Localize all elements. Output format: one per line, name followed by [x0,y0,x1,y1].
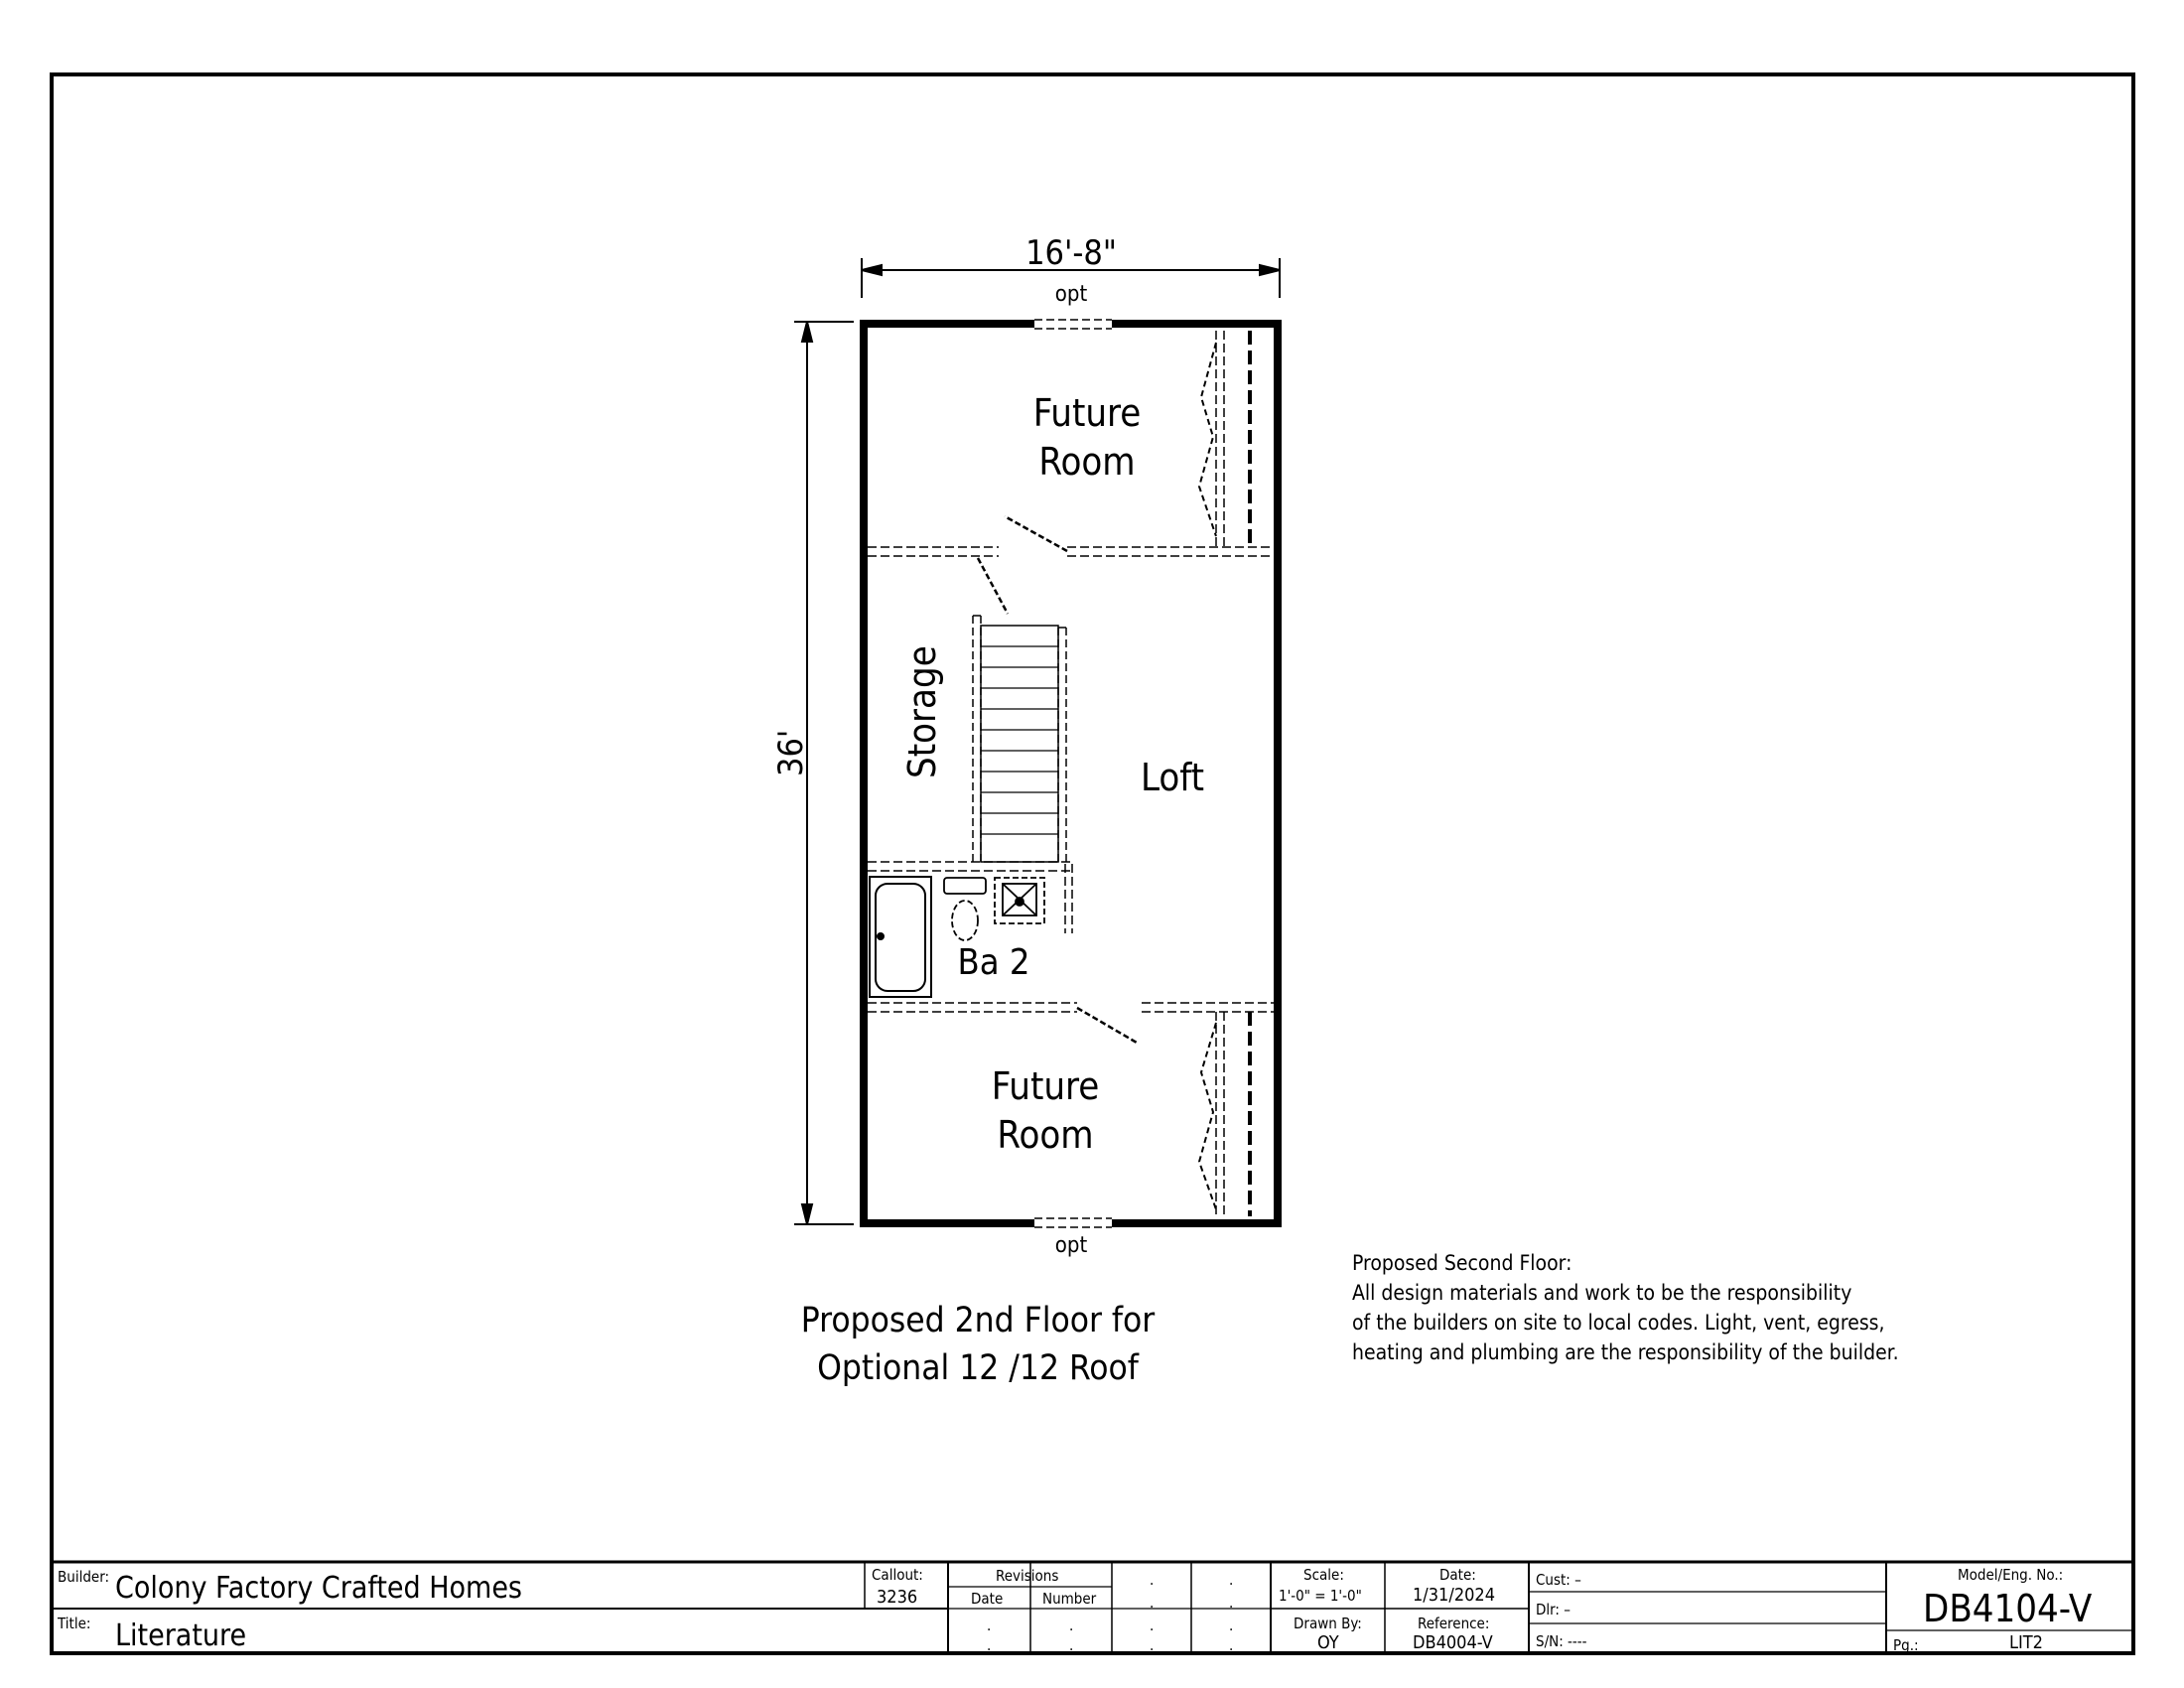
design-notes: Proposed Second Floor: All design materi… [1352,1248,1899,1367]
reference-label: Reference: [1418,1615,1490,1632]
revision-dot: . [1150,1636,1155,1654]
room-label-future-room-top: Future Room [1032,391,1142,485]
room-label-future-room-bottom: Future Room [991,1064,1100,1158]
model-number: DB4104-V [1923,1587,2093,1630]
revision-dot: . [1069,1617,1074,1634]
exterior-walls [860,320,1282,1227]
bathtub [869,876,932,998]
interior-walls [868,331,1274,1216]
builder-name: Colony Factory Crafted Homes [115,1571,522,1606]
top-window-note: opt [1054,282,1088,307]
revision-dot: . [1150,1617,1155,1634]
notes-line: of the builders on site to local codes. … [1352,1311,1885,1335]
notes-line: heating and plumbing are the responsibil… [1352,1340,1899,1364]
date-value: 1/31/2024 [1413,1585,1496,1606]
sheet-border [50,72,2135,1655]
drawn-by-label: Drawn By: [1294,1615,1362,1632]
builder-label: Builder: [58,1568,110,1586]
reference-value: DB4004-V [1413,1632,1493,1653]
revisions-number-col: Number [1042,1590,1097,1608]
page-label: Pg.: [1893,1636,1919,1654]
width-dimension-label: 16'-8" [1025,233,1117,273]
bifold-doors [1197,342,1217,1210]
width-dimension-line [861,258,1281,298]
page-value: LIT2 [2009,1632,2043,1653]
room-label-storage: Storage [900,645,944,778]
vanity-sink [994,877,1045,924]
title-block-grid [52,1560,2133,1653]
model-label: Model/Eng. No.: [1958,1566,2064,1584]
notes-line: All design materials and work to be the … [1352,1281,1852,1305]
stairs [972,615,1067,863]
revision-dot: . [1150,1594,1155,1612]
toilet [943,877,987,941]
revision-dot: . [987,1617,992,1634]
notes-heading: Proposed Second Floor: [1352,1251,1572,1275]
callout-label: Callout: [872,1566,923,1584]
dealer-field: Dlr: – [1536,1601,1571,1618]
revision-dot: . [1150,1571,1155,1589]
stair-treads [981,645,1058,835]
scale-label: Scale: [1303,1566,1344,1584]
callout-value: 3236 [877,1587,918,1608]
revision-dot: . [987,1636,992,1654]
date-label: Date: [1439,1566,1476,1584]
scale-value: 1'-0" = 1'-0" [1279,1587,1362,1605]
swing-doors [976,514,1138,1045]
revisions-date-col: Date [971,1590,1004,1608]
drawing-title: Proposed 2nd Floor for Optional 12 /12 R… [800,1301,1156,1388]
revision-dot: . [1069,1636,1074,1654]
title-label: Title: [58,1615,91,1632]
length-dimension-label: 36' [771,729,811,776]
window-openings [1034,319,1112,1228]
length-dimension-line [794,321,854,1225]
bottom-window-note: opt [1054,1233,1088,1258]
customer-field: Cust: – [1536,1571,1581,1589]
revision-dot: . [1229,1594,1234,1612]
drawn-by-value: OY [1317,1632,1339,1653]
revision-dot: . [1229,1571,1234,1589]
room-label-bath: Ba 2 [957,942,1030,983]
serial-number-field: S/N: ---- [1536,1632,1587,1650]
revision-dot: . [1229,1617,1234,1634]
title-value: Literature [115,1618,247,1653]
room-label-loft: Loft [1140,756,1205,799]
revisions-label: Revisions [996,1567,1059,1585]
revision-dot: . [1229,1636,1234,1654]
